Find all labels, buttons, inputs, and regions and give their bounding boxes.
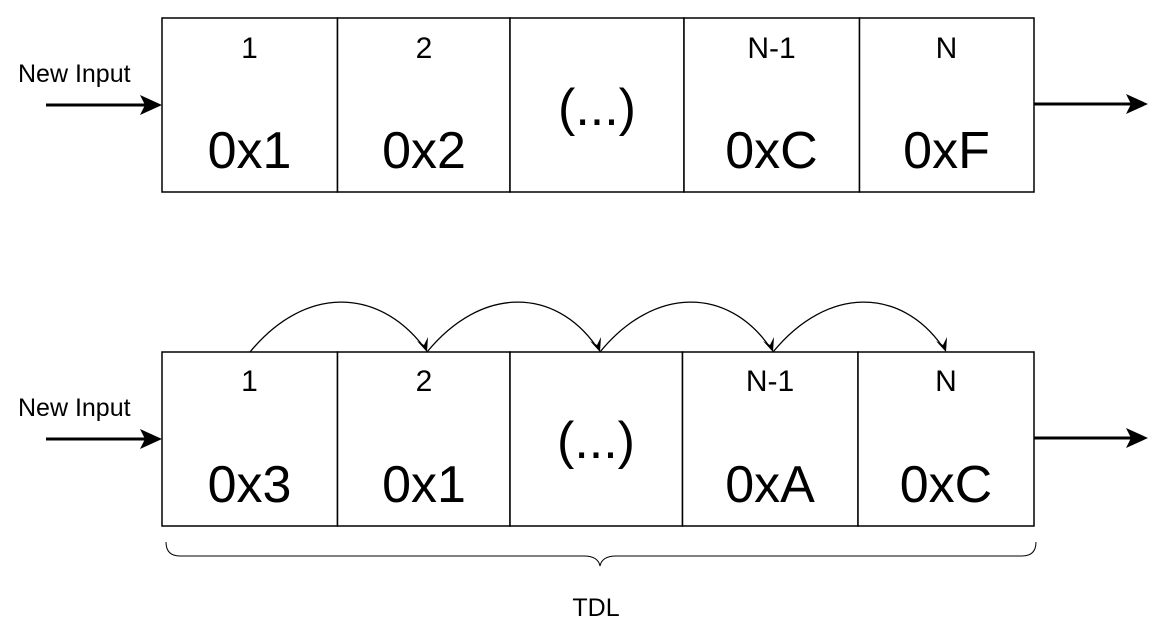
new-input-label: New Input — [18, 60, 131, 88]
register-cell: 2 0x1 — [336, 351, 511, 527]
cell-index: N-1 — [747, 32, 795, 65]
input-arrow — [46, 95, 162, 115]
tdl-brace — [165, 541, 1037, 567]
register-cell: N 0xC — [857, 351, 1035, 527]
register-cell: N-1 0xA — [681, 351, 859, 527]
shift-arc — [772, 301, 947, 353]
cell-value: 0xC — [725, 122, 817, 180]
cell-value: 0xF — [903, 122, 990, 180]
cell-value: 0xC — [900, 456, 992, 514]
input-arrow — [46, 429, 162, 449]
cell-value: 0x2 — [382, 122, 466, 180]
ellipsis-value: (...) — [557, 412, 635, 470]
cell-value: 0x3 — [208, 456, 292, 514]
register-cell: 1 0x3 — [161, 351, 339, 527]
output-arrow — [1034, 428, 1148, 448]
ellipsis-value: (...) — [558, 79, 636, 137]
cell-index: 1 — [241, 32, 258, 65]
register-cell: N-1 0xC — [683, 17, 861, 193]
register-bottom: New Input 1 0x3 2 0x1 (...) N-1 0xA N — [18, 301, 1148, 527]
register-cell: (...) — [509, 351, 684, 527]
shift-arc — [249, 301, 428, 353]
cell-index: N — [935, 365, 957, 398]
register-cell: N 0xF — [858, 17, 1035, 193]
cell-index: 2 — [416, 32, 433, 65]
cell-value: 0xA — [725, 456, 815, 514]
register-cell: 1 0x1 — [161, 17, 339, 193]
register-top: New Input 1 0x1 2 0x2 (...) N-1 0xC N — [18, 17, 1148, 193]
cell-index: 2 — [416, 365, 433, 398]
register-cell: 2 0x2 — [336, 17, 511, 193]
output-arrow — [1034, 94, 1148, 114]
cell-value: 0x1 — [382, 456, 466, 514]
cell-index: N-1 — [746, 365, 794, 398]
cell-index: N — [936, 32, 958, 65]
shift-arc — [426, 301, 601, 353]
register-cell: (...) — [509, 17, 685, 193]
cell-value: 0x1 — [208, 122, 292, 180]
new-input-label: New Input — [18, 394, 131, 422]
shift-arc — [599, 301, 774, 353]
cell-index: 1 — [241, 365, 258, 398]
tdl-label: TDL — [572, 594, 619, 622]
